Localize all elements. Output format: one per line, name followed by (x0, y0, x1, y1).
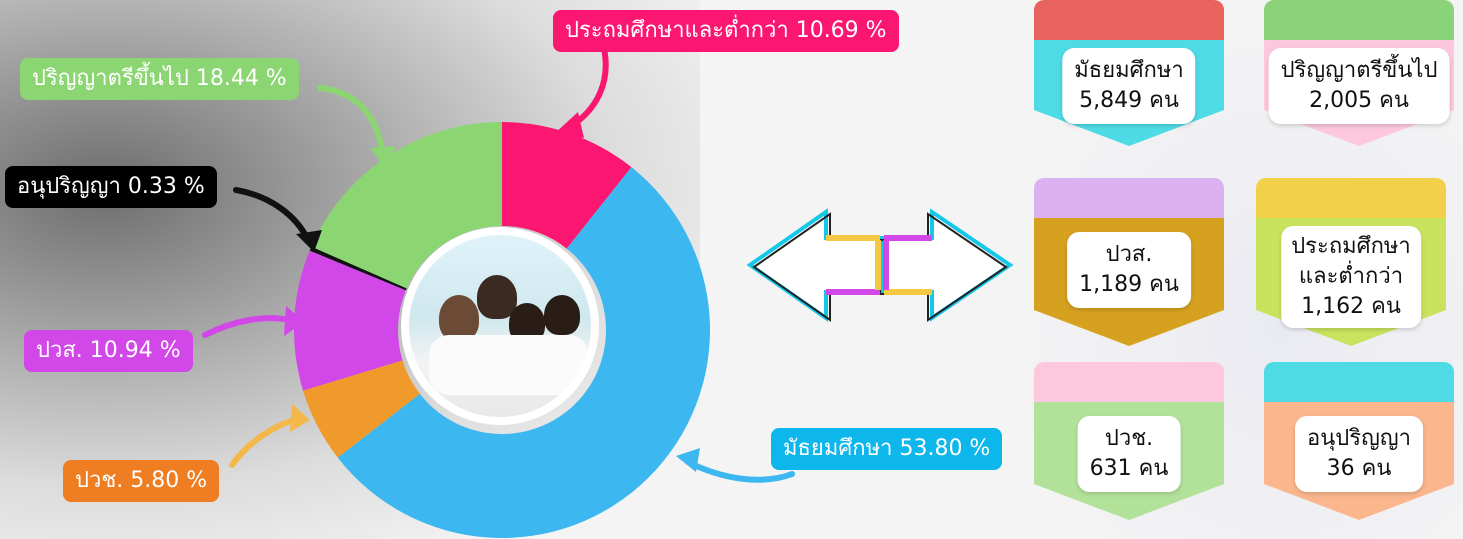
card-tip (1034, 310, 1224, 346)
card-count: 5,849 คน (1079, 88, 1179, 113)
arrowhead-vocational (290, 404, 310, 432)
card-label: ปริญญาตรีขึ้นไป 2,005 คน (1268, 48, 1450, 124)
arrowhead-secondary (676, 448, 700, 472)
label-bachelor: ปริญญาตรีขึ้นไป 18.44 % (20, 58, 299, 100)
card-name: ปริญญาตรีขึ้นไป (1280, 58, 1438, 83)
card-name: ปวส. (1105, 242, 1153, 267)
arrow-primary (565, 41, 609, 131)
arrow-secondary (685, 459, 795, 483)
arrow-high-vocational (202, 315, 293, 338)
arrow-diploma (233, 187, 311, 243)
slice-bachelor (311, 122, 502, 289)
students-photo (401, 227, 599, 425)
slice-diploma (309, 246, 407, 291)
label-diploma: อนุปริญญา 0.33 % (5, 166, 217, 208)
card-count: 631 คน (1089, 456, 1169, 481)
card-count: 1,189 คน (1079, 272, 1179, 297)
double-arrow-icon (746, 208, 1014, 322)
card-name: อนุปริญญา (1307, 426, 1411, 451)
arrowhead-bachelor (370, 146, 396, 166)
card-name: มัธยมศึกษา (1074, 58, 1184, 83)
slice-secondary (337, 167, 710, 538)
card-label: อนุปริญญา 36 คน (1295, 416, 1423, 492)
card-label: ปวช. 631 คน (1077, 416, 1181, 492)
card-count: 2,005 คน (1309, 88, 1409, 113)
card-label: ปวส. 1,189 คน (1067, 232, 1191, 308)
slice-vocational (303, 360, 420, 458)
label-primary: ประถมศึกษาและต่ำกว่า 10.69 % (553, 10, 899, 52)
arrow-vocational (229, 415, 303, 468)
arrowhead-high-vocational (284, 306, 304, 336)
card-name-line2: และต่ำกว่า (1298, 264, 1404, 289)
arrowhead-primary (554, 112, 584, 138)
card-label: มัธยมศึกษา 5,849 คน (1062, 48, 1196, 124)
card-name: ปวช. (1104, 426, 1154, 451)
label-secondary: มัธยมศึกษา 53.80 % (771, 428, 1003, 470)
label-high-vocational: ปวส. 10.94 % (24, 330, 193, 372)
arrowhead-diploma (296, 230, 322, 252)
card-name-line1: ประถมศึกษา (1291, 234, 1411, 259)
arrow-bachelor (317, 85, 385, 155)
card-count: 1,162 คน (1301, 294, 1401, 319)
card-count: 36 คน (1326, 456, 1392, 481)
slice-primary (502, 122, 632, 249)
label-vocational: ปวช. 5.80 % (63, 460, 220, 502)
slice-high-vocational (293, 250, 406, 391)
card-label: ประถมศึกษา และต่ำกว่า 1,162 คน (1281, 226, 1421, 328)
